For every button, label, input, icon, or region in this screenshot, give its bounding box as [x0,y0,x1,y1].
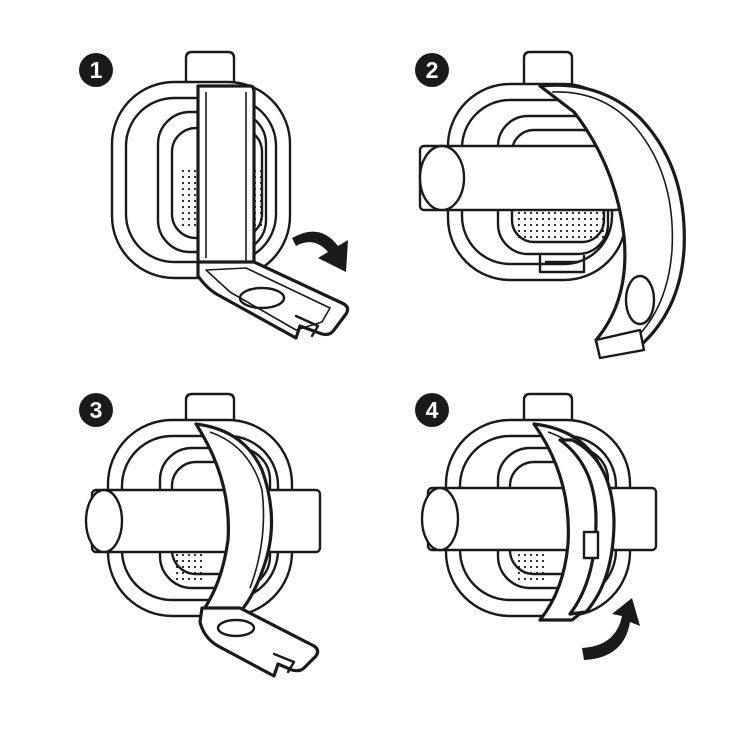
panel-2-illustration [418,50,686,360]
strap [538,83,686,356]
curved-arrow-icon [582,598,640,660]
panel-1-illustration [110,50,350,340]
panel-3-illustration [84,392,322,678]
step-number: 2 [426,57,439,83]
step-badge-2: 2 [415,53,449,87]
bar [90,488,322,554]
curved-arrow-icon [292,231,348,272]
step-number: 3 [90,397,103,423]
step-badge-3: 3 [79,393,113,427]
bar [426,486,658,552]
step-number: 4 [426,397,439,423]
panel-4-illustration [420,392,658,660]
step-badge-1: 1 [79,53,113,87]
strap [194,422,274,614]
step-badge-4: 4 [415,393,449,427]
step-number: 1 [90,57,103,83]
